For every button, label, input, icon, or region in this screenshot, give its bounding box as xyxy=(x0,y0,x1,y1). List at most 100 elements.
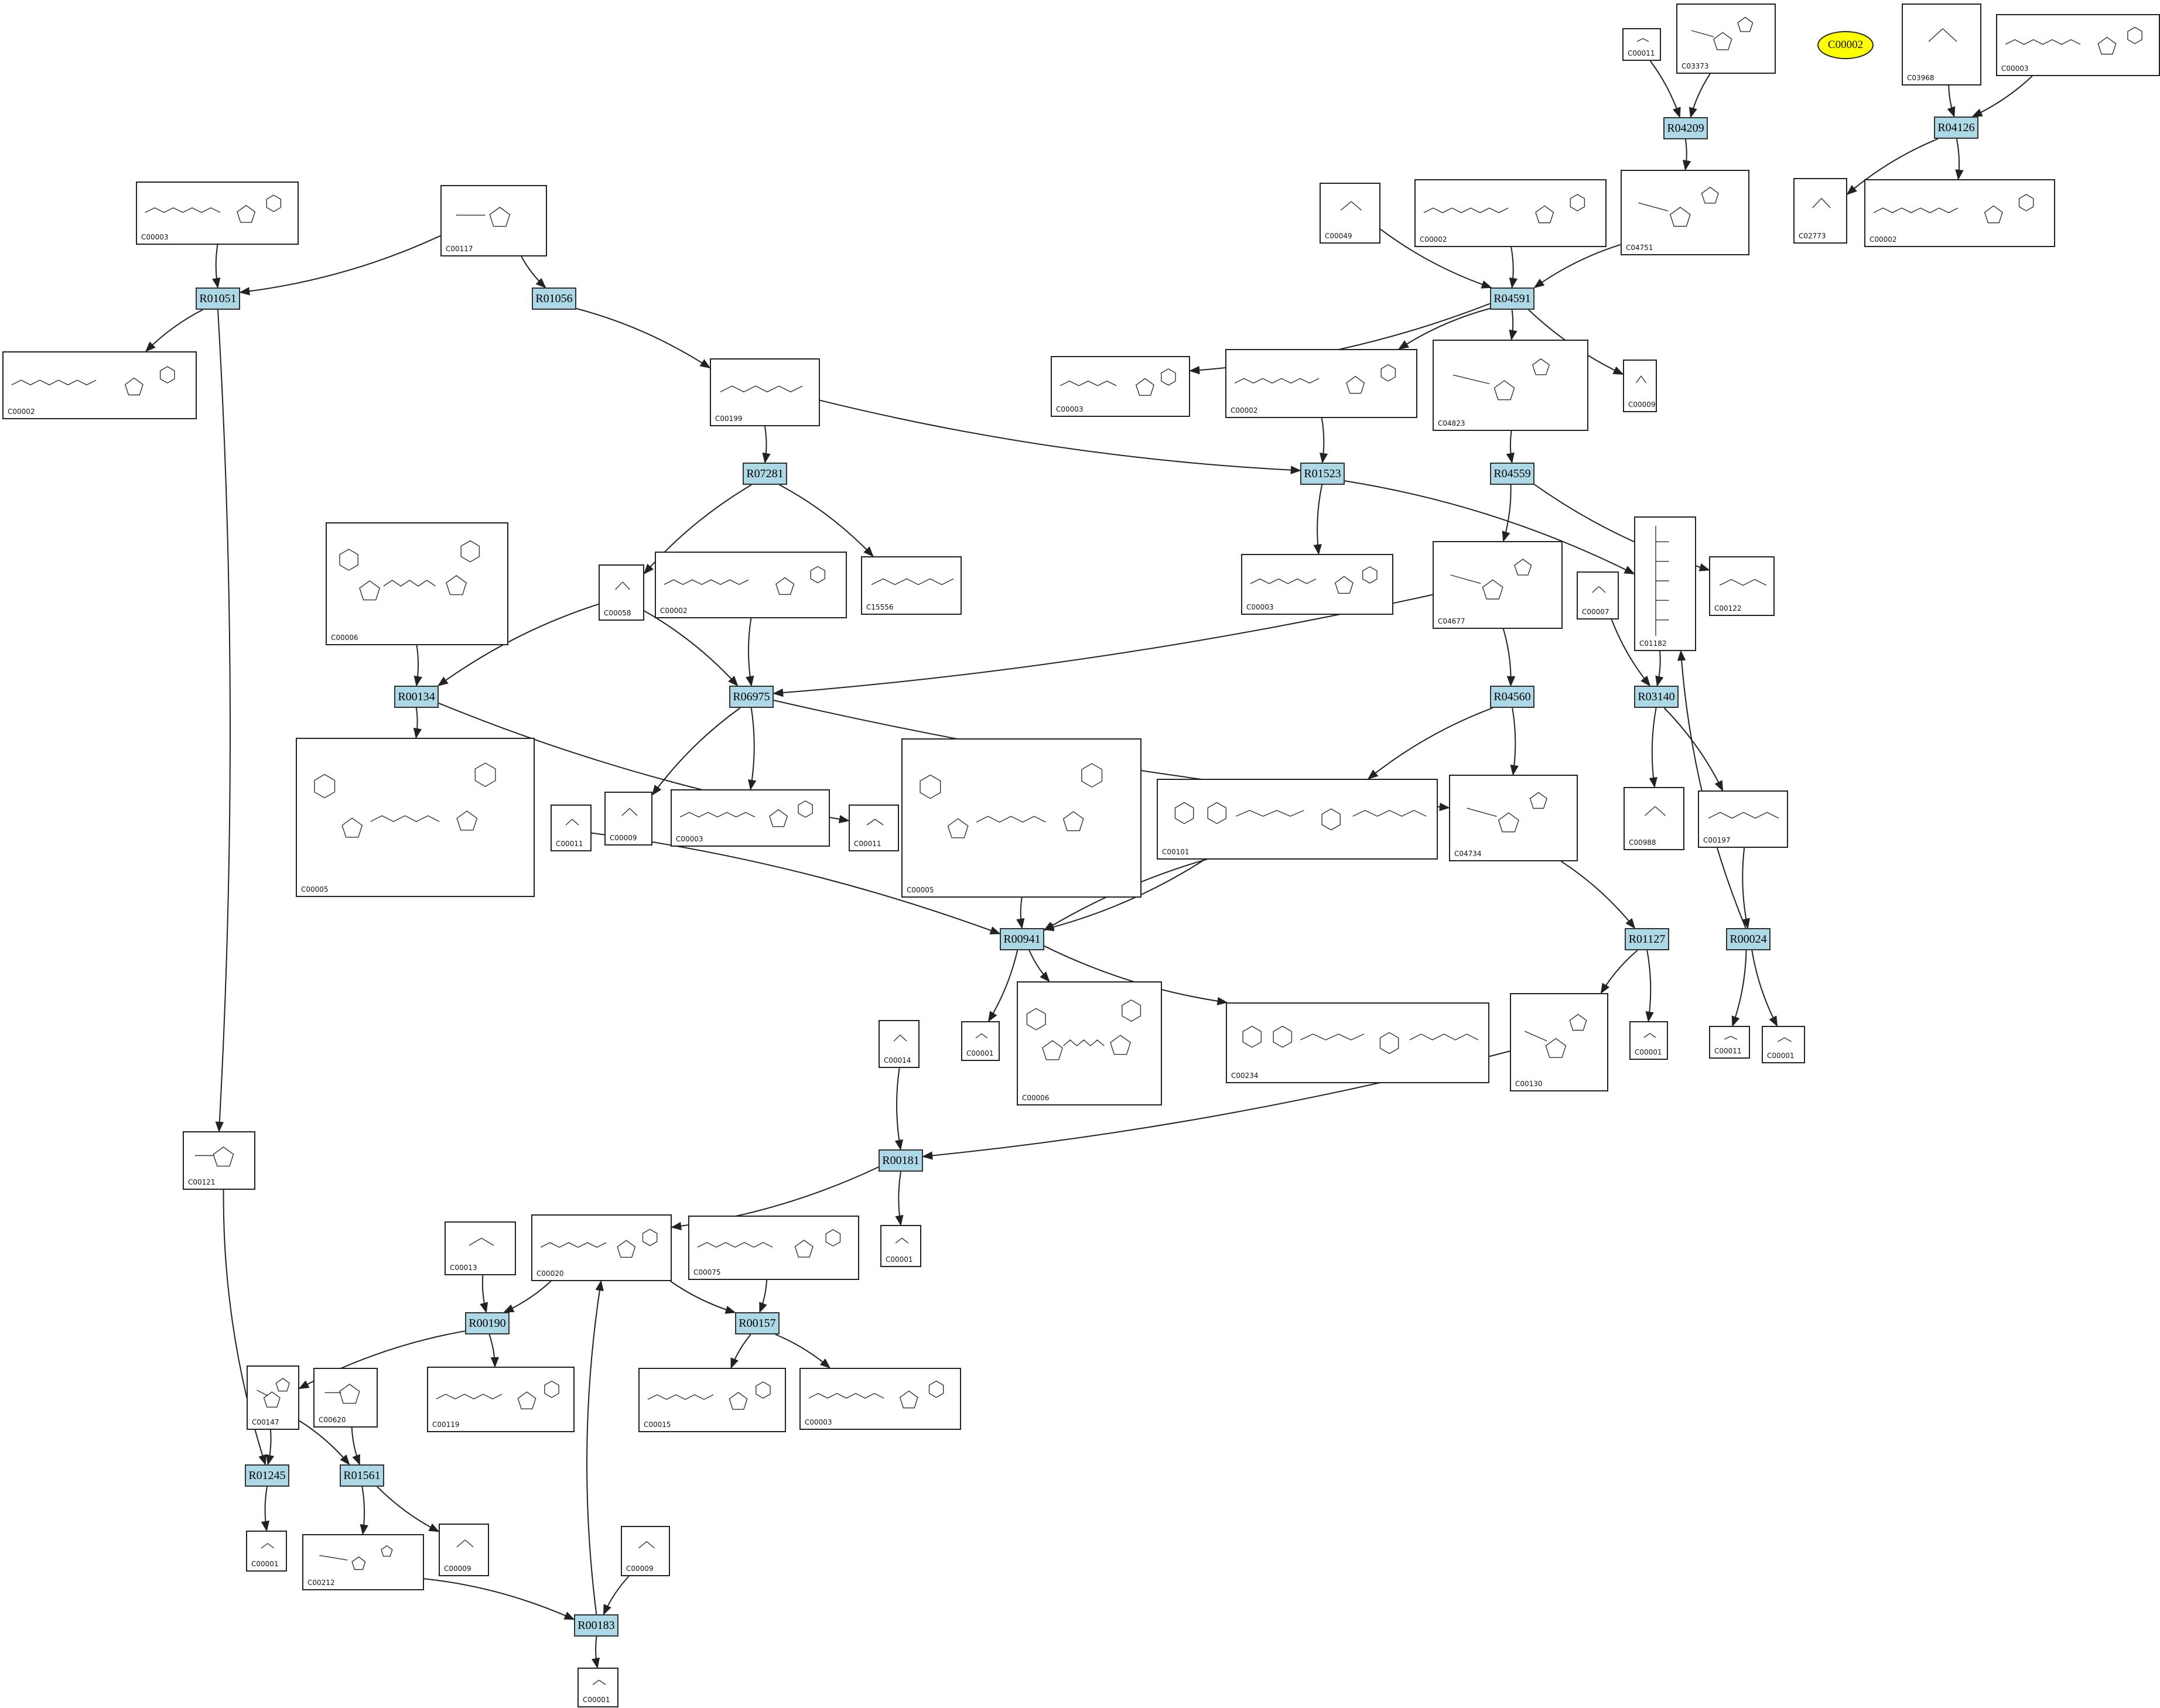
compound-id-label: C00001 xyxy=(966,1049,994,1057)
compound-node-C00003[interactable]: C00003 xyxy=(1996,14,2160,76)
reaction-node-R00134[interactable]: R00134 xyxy=(394,686,439,708)
reaction-node-R04591[interactable]: R04591 xyxy=(1490,287,1534,310)
reaction-node-R01561[interactable]: R01561 xyxy=(340,1464,384,1487)
compound-node-C00011[interactable]: C00011 xyxy=(1709,1026,1750,1059)
edge-r14-c44 xyxy=(1751,950,1778,1027)
compound-node-C00049[interactable]: C00049 xyxy=(1320,183,1380,244)
compound-node-C04823[interactable]: C04823 xyxy=(1433,340,1588,431)
compound-node-C00006[interactable]: C00006 xyxy=(1017,981,1162,1105)
compound-node-C00011[interactable]: C00011 xyxy=(551,805,592,851)
reaction-node-R04560[interactable]: R04560 xyxy=(1490,686,1534,708)
compound-node-C00001[interactable]: C00001 xyxy=(1762,1026,1805,1063)
edge-c48-r16 xyxy=(503,1281,552,1313)
compound-node-C00014[interactable]: C00014 xyxy=(879,1020,920,1068)
reaction-node-R00941[interactable]: R00941 xyxy=(1000,928,1044,950)
compound-node-C00130[interactable]: C00130 xyxy=(1510,993,1608,1091)
reaction-node-R01245[interactable]: R01245 xyxy=(245,1464,289,1487)
edge-r14-c24 xyxy=(1677,650,1747,929)
compound-node-C00003[interactable]: C00003 xyxy=(136,182,299,245)
compound-node-C00988[interactable]: C00988 xyxy=(1624,787,1684,850)
reaction-node-R06975[interactable]: R06975 xyxy=(729,686,774,708)
compound-node-C00101[interactable]: C00101 xyxy=(1157,779,1438,860)
compound-node-C00015[interactable]: C00015 xyxy=(638,1368,786,1432)
edge-r20-c48 xyxy=(586,1280,604,1615)
compound-node-C03968[interactable]: C03968 xyxy=(1902,4,1981,85)
compound-node-C00147[interactable]: C00147 xyxy=(247,1365,299,1430)
compound-node-C00234[interactable]: C00234 xyxy=(1226,1002,1489,1083)
reaction-node-R00181[interactable]: R00181 xyxy=(879,1149,923,1172)
reaction-node-R01127[interactable]: R01127 xyxy=(1625,928,1669,950)
structure-drawing xyxy=(1592,586,1606,593)
compound-node-C00620[interactable]: C00620 xyxy=(313,1368,378,1428)
edge-c5-r2 xyxy=(239,235,441,296)
compound-node-C00058[interactable]: C00058 xyxy=(599,564,644,621)
compound-node-C00001[interactable]: C00001 xyxy=(1629,1021,1668,1060)
compound-node-C15556[interactable]: C15556 xyxy=(861,556,962,615)
edge-r12-c37 xyxy=(1028,950,1050,983)
compound-node-C00005[interactable]: C00005 xyxy=(296,738,535,897)
reaction-node-R01523[interactable]: R01523 xyxy=(1300,463,1345,485)
compound-node-C00020[interactable]: C00020 xyxy=(531,1214,672,1281)
edge-r16-c52 xyxy=(488,1334,500,1368)
compound-node-C00121[interactable]: C00121 xyxy=(183,1131,255,1190)
compound-node-C00212[interactable]: C00212 xyxy=(302,1534,424,1590)
compound-node-C00003[interactable]: C00003 xyxy=(671,789,830,847)
compound-id-label: C00002 xyxy=(8,408,35,416)
reaction-node-R00157[interactable]: R00157 xyxy=(735,1312,780,1334)
reaction-node-R07281[interactable]: R07281 xyxy=(743,463,787,485)
compound-node-C00013[interactable]: C00013 xyxy=(445,1221,516,1275)
edge-r7-c22 xyxy=(1502,484,1512,542)
compound-node-C00003[interactable]: C00003 xyxy=(1241,554,1393,615)
reaction-node-R01056[interactable]: R01056 xyxy=(532,287,576,310)
compound-node-C00009[interactable]: C00009 xyxy=(1623,360,1657,412)
compound-node-C00006[interactable]: C00006 xyxy=(326,522,508,645)
compound-node-C04677[interactable]: C04677 xyxy=(1433,541,1563,629)
compound-node-C00009[interactable]: C00009 xyxy=(439,1524,489,1576)
reaction-node-R01051[interactable]: R01051 xyxy=(196,287,240,310)
compound-node-C00197[interactable]: C00197 xyxy=(1698,790,1788,848)
compound-node-C00001[interactable]: C00001 xyxy=(961,1021,1000,1061)
compound-node-C00009[interactable]: C00009 xyxy=(621,1526,670,1576)
compound-node-C01182[interactable]: C01182 xyxy=(1634,516,1696,651)
compound-node-C00002[interactable]: C00002 xyxy=(2,351,197,419)
compound-node-C00117[interactable]: C00117 xyxy=(440,185,547,256)
compound-id-label: C03968 xyxy=(1907,74,1935,82)
edge-r19-c57 xyxy=(377,1486,440,1532)
compound-node-C00001[interactable]: C00001 xyxy=(880,1225,921,1267)
reaction-node-R00190[interactable]: R00190 xyxy=(465,1312,510,1334)
structure-drawing xyxy=(314,762,496,838)
compound-node-C00002[interactable]: C00002 xyxy=(1414,179,1607,247)
compound-node-C00075[interactable]: C00075 xyxy=(688,1216,859,1280)
compound-node-C00002[interactable]: C00002 xyxy=(655,552,847,618)
reaction-node-R04126[interactable]: R04126 xyxy=(1934,117,1978,139)
highlighted-compound[interactable]: C00002 xyxy=(1817,31,1874,59)
compound-node-C00007[interactable]: C00007 xyxy=(1577,571,1619,619)
compound-node-C00002[interactable]: C00002 xyxy=(1225,349,1417,418)
reaction-node-R00024[interactable]: R00024 xyxy=(1726,928,1771,950)
compound-node-C00002[interactable]: C00002 xyxy=(1864,179,2055,247)
compound-id-label: C00003 xyxy=(805,1418,832,1426)
compound-node-C04751[interactable]: C04751 xyxy=(1621,170,1749,255)
compound-node-C00001[interactable]: C00001 xyxy=(246,1531,287,1572)
compound-node-C00011[interactable]: C00011 xyxy=(849,805,899,851)
structure-drawing xyxy=(1450,559,1532,600)
compound-node-C02773[interactable]: C02773 xyxy=(1793,178,1847,244)
reaction-node-R04209[interactable]: R04209 xyxy=(1663,117,1708,139)
compound-node-C00011[interactable]: C00011 xyxy=(1622,28,1661,61)
compound-node-C00005[interactable]: C00005 xyxy=(901,738,1141,898)
compound-node-C04734[interactable]: C04734 xyxy=(1449,775,1578,861)
compound-node-C00199[interactable]: C00199 xyxy=(710,358,820,426)
compound-node-C00122[interactable]: C00122 xyxy=(1709,556,1775,616)
compound-node-C00009[interactable]: C00009 xyxy=(604,792,652,846)
compound-node-C00003[interactable]: C00003 xyxy=(1051,356,1190,417)
edge-c4-r2 xyxy=(212,244,221,289)
compound-node-C00119[interactable]: C00119 xyxy=(427,1367,575,1432)
compound-id-label: C00009 xyxy=(610,834,637,842)
compound-node-C03373[interactable]: C03373 xyxy=(1676,4,1776,74)
reaction-node-R03140[interactable]: R03140 xyxy=(1634,686,1679,708)
compound-node-C00001[interactable]: C00001 xyxy=(577,1668,618,1707)
reaction-node-R04559[interactable]: R04559 xyxy=(1490,463,1534,485)
compound-node-C00003[interactable]: C00003 xyxy=(799,1368,961,1430)
reaction-node-R00183[interactable]: R00183 xyxy=(574,1614,618,1637)
